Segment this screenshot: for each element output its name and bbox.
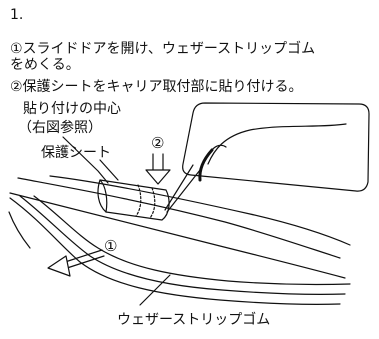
detail-inset-frame [182,102,370,192]
marker-two: ② [151,134,165,152]
protective-sheet-center-2 [149,187,156,219]
callout-line [164,164,194,211]
label-center-line1: 貼り付けの中心 [23,101,121,117]
callout-line-2 [166,169,201,213]
weatherstrip-lip [8,211,31,249]
instruction-step1-line2: をめくる。 [10,57,80,73]
detail-hook [198,148,214,182]
label-weatherstrip: ウェザーストリップゴム [117,312,271,328]
step-number: 1. [10,7,24,23]
weatherstrip-inner [19,195,346,295]
instruction-step1-line1: ①スライドドアを開け、ウェザーストリップゴム [10,41,316,57]
rail-lower [9,192,346,279]
label-protective-sheet: 保護シート [41,145,111,161]
label-center-line2: （右図参照） [18,120,102,136]
leader-line-center [62,136,109,184]
weatherstrip-outer [9,197,341,305]
marker-one: ① [104,237,118,255]
arrow-1-shaft [61,249,105,270]
instruction-step2: ②保護シートをキャリア取付部に貼り付ける。 [10,79,303,95]
weatherstrip-inner-2 [33,195,351,286]
rail-upper-2 [49,175,351,246]
arrow-2-head [145,169,171,185]
protective-sheet-edge-left [99,179,108,213]
detail-hook-tail [211,144,227,151]
detail-curve [207,123,347,165]
leader-line-sheet [99,159,119,181]
protective-sheet-body [97,179,170,221]
arrow-2-shaft [152,153,164,171]
rail-upper [17,177,341,259]
arrow-1-head [47,255,71,277]
leader-line-weatherstrip [139,274,171,306]
protective-sheet-center [135,184,142,217]
